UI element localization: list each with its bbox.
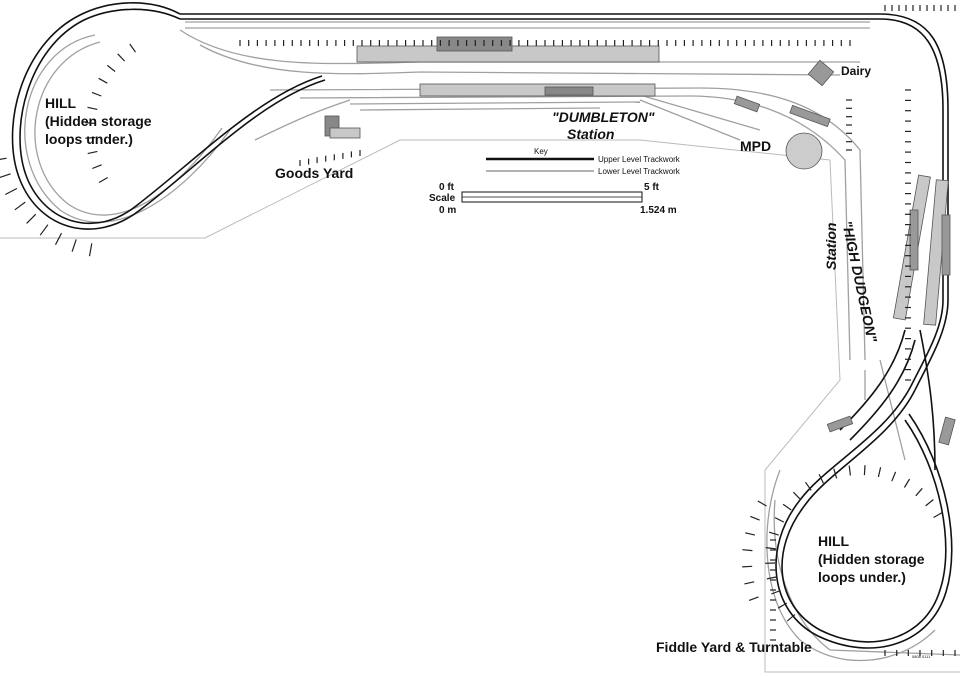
hatch-tick — [71, 239, 77, 252]
scale-ft-max: 5 ft — [644, 182, 660, 193]
dairy-label: Dairy — [841, 64, 871, 78]
hatch-tick — [85, 136, 96, 139]
mpd-shed — [733, 95, 761, 113]
hatch-tick — [742, 549, 753, 552]
hatch-tick — [925, 499, 934, 507]
hatch-tick — [833, 468, 838, 479]
hatch-tick — [903, 478, 911, 488]
hatch-tick — [771, 589, 781, 595]
dumbleton-label-2: Station — [567, 126, 614, 142]
hatch-tick — [769, 531, 779, 536]
buildings — [324, 36, 956, 446]
key-title: Key — [534, 147, 548, 156]
mpd-shed-2 — [789, 104, 831, 128]
hatch-tick — [765, 547, 776, 550]
hatch-tick — [54, 232, 63, 245]
hatch-tick — [745, 532, 756, 536]
loco-on-siding-2 — [938, 416, 956, 446]
hatch-tick — [757, 500, 767, 507]
hatch-tick — [87, 106, 98, 110]
hatch-tick — [782, 503, 792, 511]
key-legend: Key Upper Level Trackwork Lower Level Tr… — [486, 147, 681, 176]
loco-on-siding — [826, 415, 854, 433]
hatch-tick — [742, 565, 753, 568]
scale-m-max: 1.524 m — [640, 205, 677, 216]
hatch-tick — [848, 465, 851, 476]
drawing-credit: 0808 0111 — [912, 654, 931, 659]
hatch-tick — [91, 91, 102, 97]
scale-ft-min: 0 ft — [439, 182, 455, 193]
high-dudgeon-label: "HIGH DUDGEON" — [839, 219, 880, 344]
lower-level-trackwork — [24, 21, 960, 662]
hatch-tick — [87, 150, 98, 155]
hill-left-label-3: loops under.) — [45, 131, 133, 147]
hill-right-label-3: loops under.) — [818, 569, 906, 585]
hatch-tick — [39, 224, 49, 236]
dumbleton-label-1: "DUMBLETON" — [552, 109, 655, 125]
hill-right-label-1: HILL — [818, 533, 850, 549]
scale-label: Scale — [429, 193, 456, 204]
hatch-tick — [0, 157, 7, 160]
hatch-tick — [818, 474, 824, 484]
hatch-tick — [863, 465, 866, 476]
hatch-tick — [744, 581, 755, 585]
fiddle-yard-label: Fiddle Yard & Turntable — [656, 639, 812, 655]
hatch-tick — [877, 467, 882, 478]
hatch-tick — [915, 487, 923, 497]
key-lower-label: Lower Level Trackwork — [598, 167, 681, 176]
hatch-tick — [106, 64, 116, 72]
hatch-tick — [0, 173, 11, 178]
high-dudgeon-label-2: Station — [823, 223, 839, 270]
goods-yard-label: Goods Yard — [275, 165, 353, 181]
area-labels: HILL (Hidden storage loops under.) Goods… — [45, 64, 931, 659]
hatch-tick — [129, 43, 136, 53]
hatch-tick — [786, 614, 796, 622]
mpd-turntable — [785, 132, 823, 170]
hatch-tick — [98, 77, 108, 84]
key-upper-label: Upper Level Trackwork — [598, 155, 681, 164]
scale-bar: 0 ft 5 ft Scale 0 m 1.524 m — [429, 182, 677, 216]
dumbleton-platform-building — [544, 86, 594, 96]
hatch-tick — [748, 596, 759, 601]
high-dudgeon-station-label: Station — [823, 223, 839, 270]
high-dudgeon-building — [941, 214, 951, 276]
hill-embankment-hatching — [0, 5, 956, 656]
hatch-tick — [933, 511, 943, 519]
hill-right-label-2: (Hidden storage — [818, 551, 925, 567]
hatch-tick — [5, 187, 18, 196]
hatch-tick — [774, 517, 785, 523]
hatch-tick — [777, 602, 788, 609]
dumbleton-platform-lower — [419, 83, 656, 97]
hatch-tick — [792, 491, 801, 500]
hatch-tick — [766, 576, 777, 580]
hatch-tick — [805, 481, 812, 491]
baseboard-outline — [0, 139, 960, 673]
hill-left-label-2: (Hidden storage — [45, 113, 152, 129]
hatch-tick — [85, 122, 96, 124]
hatch-tick — [750, 515, 760, 521]
goods-shed-annex — [329, 127, 361, 139]
hatch-tick — [891, 471, 897, 482]
hatch-tick — [98, 176, 109, 184]
dumbleton-station-building — [436, 36, 513, 52]
hatch-tick — [117, 53, 126, 62]
dairy-building — [807, 59, 835, 87]
high-dudgeon-label-1: "HIGH DUDGEON" — [839, 219, 880, 344]
mpd-label: MPD — [740, 138, 771, 154]
hatch-tick — [26, 213, 37, 224]
hatch-tick — [14, 201, 26, 211]
hatch-tick — [88, 243, 93, 257]
upper-level-trackwork — [11, 2, 953, 649]
scale-m-min: 0 m — [439, 205, 456, 216]
hill-left-label-1: HILL — [45, 95, 77, 111]
high-dudgeon-building-2 — [909, 209, 919, 271]
hatch-tick — [92, 164, 102, 170]
